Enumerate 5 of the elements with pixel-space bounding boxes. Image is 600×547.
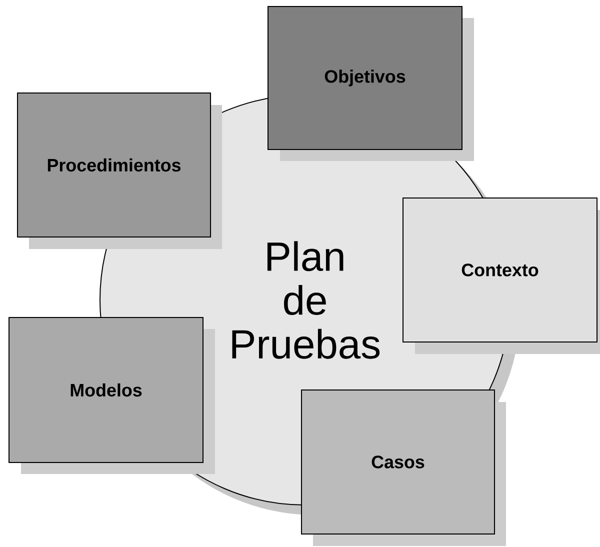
topic-box: Procedimientos <box>17 92 222 249</box>
topic-box: Modelos <box>8 317 215 474</box>
topic-box: Casos <box>301 390 506 546</box>
topic-box: Contexto <box>402 198 600 354</box>
topic-box: Objetivos <box>268 6 474 161</box>
